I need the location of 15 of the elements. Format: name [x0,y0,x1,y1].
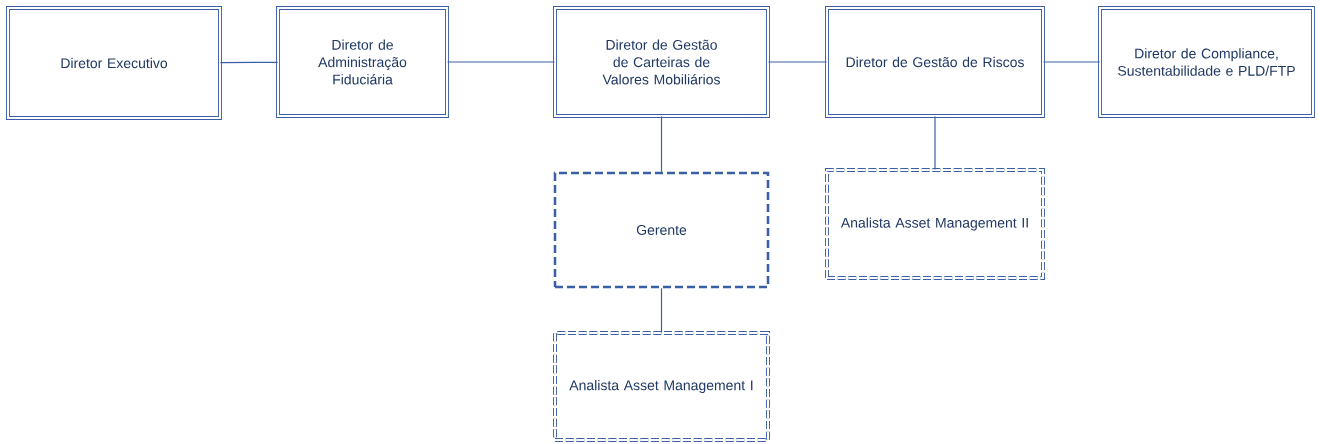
connector-line [219,61,279,64]
position-box: Diretor de Compliance, Sustentabilidade e PLD/FTP [1098,6,1315,118]
position-box: Analista Asset Management II [825,168,1045,280]
position-box: Diretor de Gestão de Riscos [825,6,1045,118]
position-box: Analista Asset Management I [553,331,770,442]
connector-line [767,61,828,63]
connector-line [660,115,663,173]
connector-line [934,115,936,171]
connector-line [660,287,663,334]
position-box: Diretor de Gestão de Carteiras de Valores Mobiliários [553,6,770,118]
position-box: Diretor Executivo [6,6,222,120]
connector-line [1042,61,1101,63]
connector-line [446,61,556,63]
position-box: Diretor de Administração Fiduciária [276,6,449,118]
position-box: Gerente [553,171,770,289]
